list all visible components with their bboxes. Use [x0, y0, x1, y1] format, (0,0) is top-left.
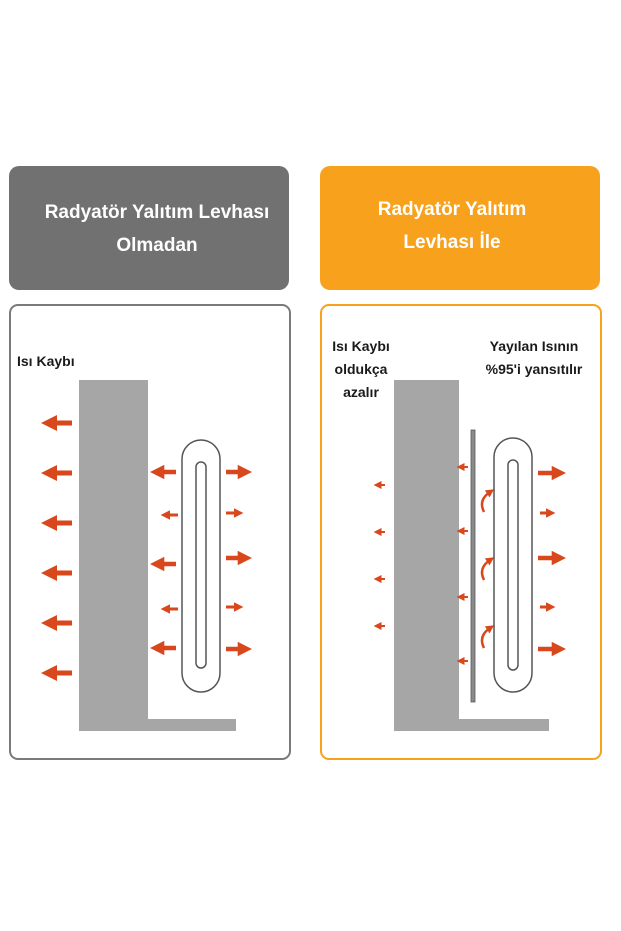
reflect-label-line-1: Yayılan Isının: [489, 338, 579, 354]
header-left-line-2: Olmadan: [116, 235, 198, 256]
heat-loss-reduced-line-2: oldukça: [334, 361, 388, 377]
header-right-line-2: Levhası İle: [403, 232, 501, 253]
radiator-arrows-right: [538, 465, 567, 657]
reduced-heat-loss-arrows: [373, 481, 385, 630]
reflect-arrow-icon: [480, 625, 495, 649]
heat-loss-reduced-label: Isı Kaybı oldukça azalır: [318, 335, 404, 404]
reflect-arrow-icon: [480, 489, 495, 513]
header-right-line-1: Radyatör Yalıtım: [377, 199, 527, 220]
heat-loss-arrows: [40, 415, 72, 682]
header-without-insulation: Radyatör Yalıtım Levhası Olmadan: [9, 166, 289, 290]
header-left-line-1: Radyatör Yalıtım Levhası: [44, 202, 270, 223]
heat-loss-label-left: Isı Kaybı: [17, 353, 75, 369]
wall-icon: [79, 380, 236, 731]
reflection-arrows: [480, 489, 495, 649]
wall-icon: [394, 380, 549, 731]
panel-gap-arrows: [456, 463, 468, 665]
heat-loss-reduced-line-1: Isı Kaybı: [332, 338, 390, 354]
radiator-icon: [181, 439, 221, 693]
reflect-label: Yayılan Isının %95'i yansıtılır: [466, 335, 602, 381]
reflect-arrow-icon: [480, 557, 495, 581]
radiator-icon: [493, 437, 533, 693]
heat-loss-reduced-line-3: azalır: [343, 384, 379, 400]
reflect-label-line-2: %95'i yansıtılır: [485, 361, 583, 377]
insulation-panel-icon: [470, 429, 476, 703]
radiator-arrows-left: [149, 464, 253, 657]
header-with-insulation: Radyatör Yalıtım Levhası İle: [320, 166, 600, 290]
panel-without-insulation: [9, 304, 291, 760]
